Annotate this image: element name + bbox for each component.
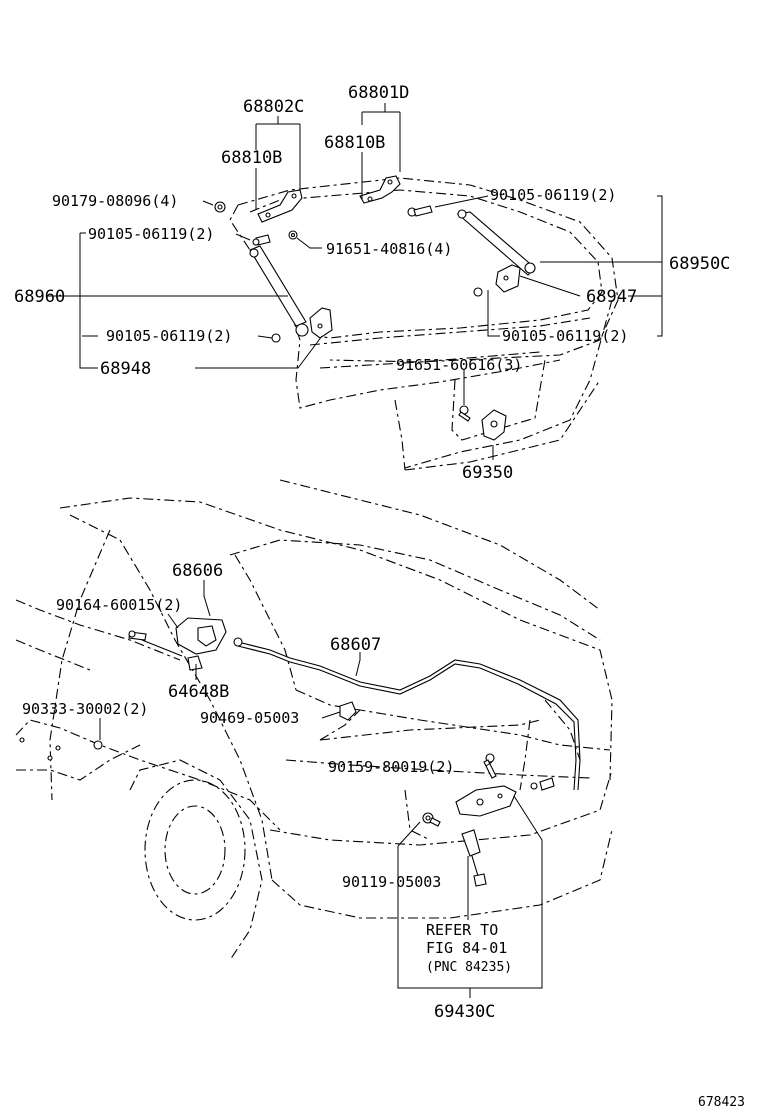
label-90105-06119-right2: 90105-06119(2) xyxy=(502,327,628,345)
back-door-outline xyxy=(229,177,619,471)
bolt-90105-top-icon xyxy=(407,205,433,217)
bracket-68947 xyxy=(473,264,521,297)
release-cable-68607 xyxy=(233,637,581,791)
bolt-91651-40816-icon xyxy=(288,230,298,240)
label-90105-06119-top: 90105-06119(2) xyxy=(490,186,616,204)
label-68950C: 68950C xyxy=(669,254,730,274)
label-68802C: 68802C xyxy=(243,97,304,117)
label-90159-80019: 90159-80019(2) xyxy=(328,758,454,776)
nut-90179-08096-icon xyxy=(214,201,226,213)
vehicle-body-outline xyxy=(15,479,613,919)
label-68810B-left: 68810B xyxy=(221,148,282,168)
upper-leaders xyxy=(48,103,663,460)
rear-wheel xyxy=(129,759,263,961)
lock-69350 xyxy=(458,405,507,441)
label-91651-40816: 91651-40816(4) xyxy=(326,240,452,258)
label-68801D: 68801D xyxy=(348,83,409,103)
hinge-68802C xyxy=(257,189,303,223)
clip-90469-05003-icon xyxy=(339,701,357,721)
lock-69430C xyxy=(455,785,517,817)
label-68948: 68948 xyxy=(100,359,151,379)
bolt-90159-80019-icon xyxy=(483,753,497,779)
label-69430C: 69430C xyxy=(434,1002,495,1022)
label-90469-05003: 90469-05003 xyxy=(200,709,299,727)
handle-68606 xyxy=(175,617,227,671)
bolt-90105-icon xyxy=(252,234,271,246)
lower-leaders xyxy=(99,580,543,998)
label-68960: 68960 xyxy=(14,287,65,307)
part-labels: 68801D 68802C 68810B 68810B 90179-08096(… xyxy=(14,83,745,1110)
figure-id: 678423 xyxy=(698,1095,745,1110)
stay-68950C xyxy=(456,209,536,276)
label-pnc-ref: (PNC 84235) xyxy=(426,960,512,975)
bolt-90164-60015-icon xyxy=(128,630,147,641)
label-90164-60015: 90164-60015(2) xyxy=(56,596,182,614)
label-90119-05003: 90119-05003 xyxy=(342,873,441,891)
label-68607: 68607 xyxy=(330,635,381,655)
label-90105-06119-left: 90105-06119(2) xyxy=(88,225,214,243)
label-fig-ref: FIG 84-01 xyxy=(426,939,507,957)
label-69350: 69350 xyxy=(462,463,513,483)
stay-68960 xyxy=(249,245,309,337)
small-holes-left xyxy=(19,737,103,761)
bolt-90119-05003-icon xyxy=(422,812,441,827)
label-refer-to: REFER TO xyxy=(426,921,498,939)
label-68606: 68606 xyxy=(172,561,223,581)
label-91651-60616: 91651-60616(3) xyxy=(396,356,522,374)
label-68947: 68947 xyxy=(586,287,637,307)
label-64648B: 64648B xyxy=(168,682,229,702)
switch-rod xyxy=(461,829,487,887)
hinge-68801D xyxy=(359,175,401,204)
label-90333-30002: 90333-30002(2) xyxy=(22,700,148,718)
label-90105-06119-left2: 90105-06119(2) xyxy=(106,327,232,345)
label-90179-08096: 90179-08096(4) xyxy=(52,192,178,210)
label-68810B-right: 68810B xyxy=(324,133,385,153)
